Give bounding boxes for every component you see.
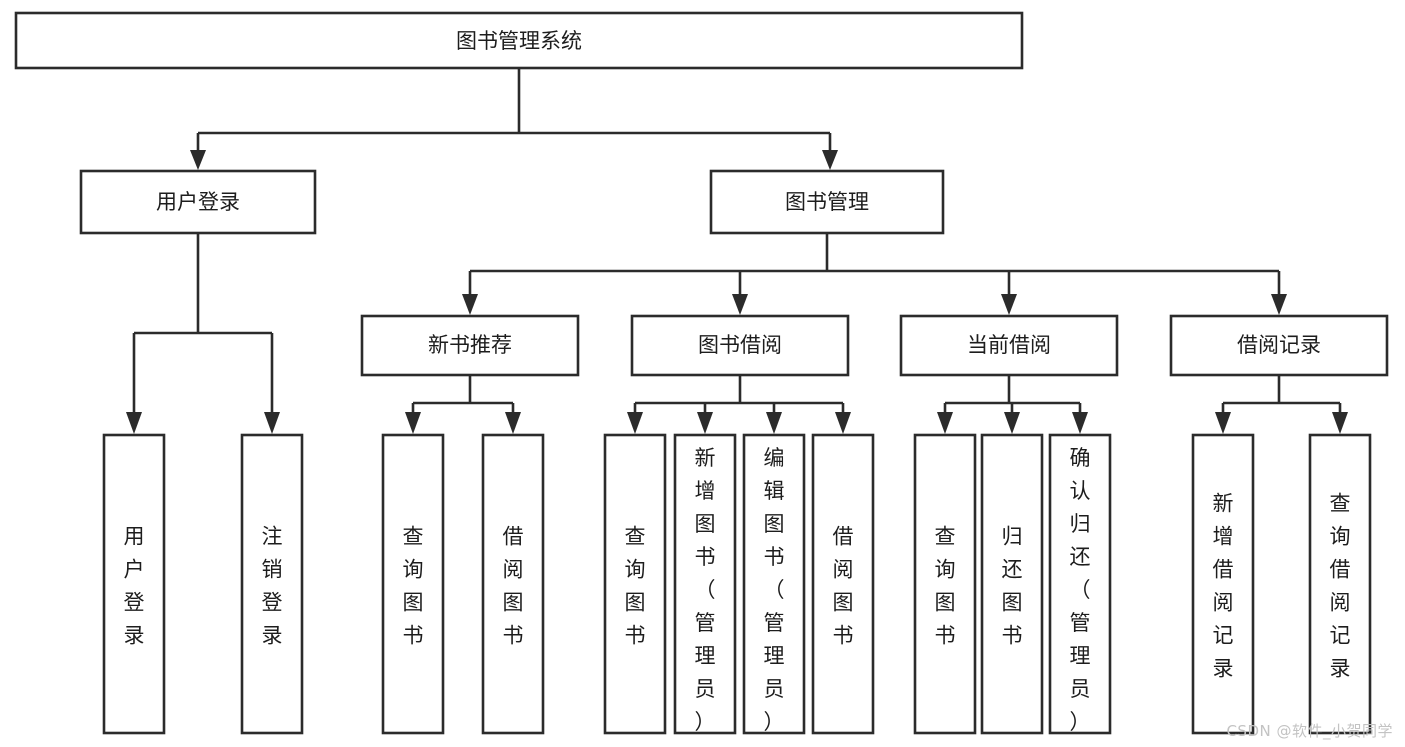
node-leaf-query-book-2-box[interactable] [603, 433, 667, 735]
node-leaf-borrow-book-1[interactable]: 借阅图书 [481, 433, 545, 735]
arrow-head-leaf-query-record [1332, 412, 1348, 434]
node-root-box[interactable] [14, 11, 1024, 70]
node-leaf-borrow-book-1-label: 借阅图书 [503, 525, 524, 648]
node-leaf-return-book[interactable]: 归还图书 [980, 433, 1044, 735]
connector-layer [126, 68, 1348, 434]
node-current-borrow[interactable]: 当前借阅 [899, 314, 1119, 377]
node-user-login-label: 用户登录 [156, 190, 240, 214]
arrow-head-leaf-borrow-book-1 [505, 412, 521, 434]
node-leaf-user-logout-label: 注销登录 [262, 525, 283, 648]
node-leaf-return-book-box[interactable] [980, 433, 1044, 735]
node-leaf-add-record-label: 新增借阅记录 [1213, 492, 1234, 681]
node-leaf-query-record-box[interactable] [1308, 433, 1372, 735]
arrow-head-leaf-confirm-return [1072, 412, 1088, 434]
arrow-head-leaf-user-login [126, 412, 142, 434]
node-leaf-query-record-label: 查询借阅记录 [1330, 492, 1351, 681]
node-leaf-confirm-return[interactable]: 确认归还（管理员） [1048, 433, 1112, 735]
arrow-head-new-book-recommend [462, 294, 478, 315]
node-current-borrow-label: 当前借阅 [967, 333, 1051, 357]
node-leaf-query-book-2[interactable]: 查询图书 [603, 433, 667, 735]
arrow-head-current-borrow [1001, 294, 1017, 315]
arrow-head-leaf-user-logout [264, 412, 280, 434]
node-leaf-query-book-1-label: 查询图书 [403, 525, 424, 648]
arrow-head-leaf-query-book-2 [627, 412, 643, 434]
node-borrow-record[interactable]: 借阅记录 [1169, 314, 1389, 377]
node-leaf-query-book-3-label: 查询图书 [935, 525, 956, 648]
node-new-book-recommend-box[interactable] [360, 314, 580, 377]
node-current-borrow-box[interactable] [899, 314, 1119, 377]
node-leaf-edit-book[interactable]: 编辑图书（管理员） [742, 433, 806, 735]
node-leaf-user-logout[interactable]: 注销登录 [240, 433, 304, 735]
arrow-head-book-borrow [732, 294, 748, 315]
arrow-head-borrow-record [1271, 294, 1287, 315]
node-leaf-add-record[interactable]: 新增借阅记录 [1191, 433, 1255, 735]
node-leaf-user-login[interactable]: 用户登录 [102, 433, 166, 735]
arrow-head-user-login [190, 150, 206, 170]
arrow-head-leaf-return-book [1004, 412, 1020, 434]
node-leaf-query-book-1[interactable]: 查询图书 [381, 433, 445, 735]
node-leaf-borrow-book-1-box[interactable] [481, 433, 545, 735]
node-leaf-user-login-box[interactable] [102, 433, 166, 735]
node-new-book-recommend-label: 新书推荐 [428, 333, 512, 357]
arrow-head-leaf-query-book-3 [937, 412, 953, 434]
node-leaf-user-logout-box[interactable] [240, 433, 304, 735]
node-leaf-confirm-return-box[interactable] [1048, 433, 1112, 735]
node-leaf-borrow-book-2-label: 借阅图书 [833, 525, 854, 648]
node-leaf-add-record-box[interactable] [1191, 433, 1255, 735]
node-new-book-recommend[interactable]: 新书推荐 [360, 314, 580, 377]
node-leaf-confirm-return-label: 确认归还（管理员） [1070, 446, 1091, 734]
node-borrow-record-box[interactable] [1169, 314, 1389, 377]
node-leaf-add-book[interactable]: 新增图书（管理员） [673, 433, 737, 735]
node-leaf-add-book-box[interactable] [673, 433, 737, 735]
node-leaf-user-login-label: 用户登录 [124, 525, 145, 648]
node-user-login-box[interactable] [79, 169, 317, 235]
node-leaf-borrow-book-2-box[interactable] [811, 433, 875, 735]
node-root[interactable]: 图书管理系统 [14, 11, 1024, 70]
node-leaf-query-record[interactable]: 查询借阅记录 [1308, 433, 1372, 735]
node-book-borrow-box[interactable] [630, 314, 850, 377]
arrow-head-leaf-add-book [697, 412, 713, 434]
node-book-manage-box[interactable] [709, 169, 945, 235]
arrow-head-book-manage [822, 150, 838, 170]
node-leaf-borrow-book-2[interactable]: 借阅图书 [811, 433, 875, 735]
node-book-manage[interactable]: 图书管理 [709, 169, 945, 235]
node-book-manage-label: 图书管理 [785, 190, 869, 214]
node-borrow-record-label: 借阅记录 [1237, 333, 1321, 357]
node-leaf-query-book-1-box[interactable] [381, 433, 445, 735]
arrow-head-leaf-edit-book [766, 412, 782, 434]
node-leaf-query-book-3[interactable]: 查询图书 [913, 433, 977, 735]
node-leaf-edit-book-box[interactable] [742, 433, 806, 735]
node-user-login[interactable]: 用户登录 [79, 169, 317, 235]
arrow-head-leaf-query-book-1 [405, 412, 421, 434]
node-root-label: 图书管理系统 [456, 29, 582, 53]
arrow-head-leaf-add-record [1215, 412, 1231, 434]
arrow-head-leaf-borrow-book-2 [835, 412, 851, 434]
node-leaf-edit-book-label: 编辑图书（管理员） [764, 446, 785, 734]
csdn-watermark: CSDN @软件_小贺同学 [1226, 722, 1393, 740]
node-book-borrow[interactable]: 图书借阅 [630, 314, 850, 377]
node-leaf-query-book-3-box[interactable] [913, 433, 977, 735]
node-leaf-add-book-label: 新增图书（管理员） [695, 446, 716, 734]
node-book-borrow-label: 图书借阅 [698, 333, 782, 357]
node-layer: 图书管理系统 用户登录 图书管理 新书推荐 图书借阅 当前 [14, 11, 1389, 735]
node-leaf-query-book-2-label: 查询图书 [625, 525, 646, 648]
node-leaf-return-book-label: 归还图书 [1002, 525, 1023, 648]
